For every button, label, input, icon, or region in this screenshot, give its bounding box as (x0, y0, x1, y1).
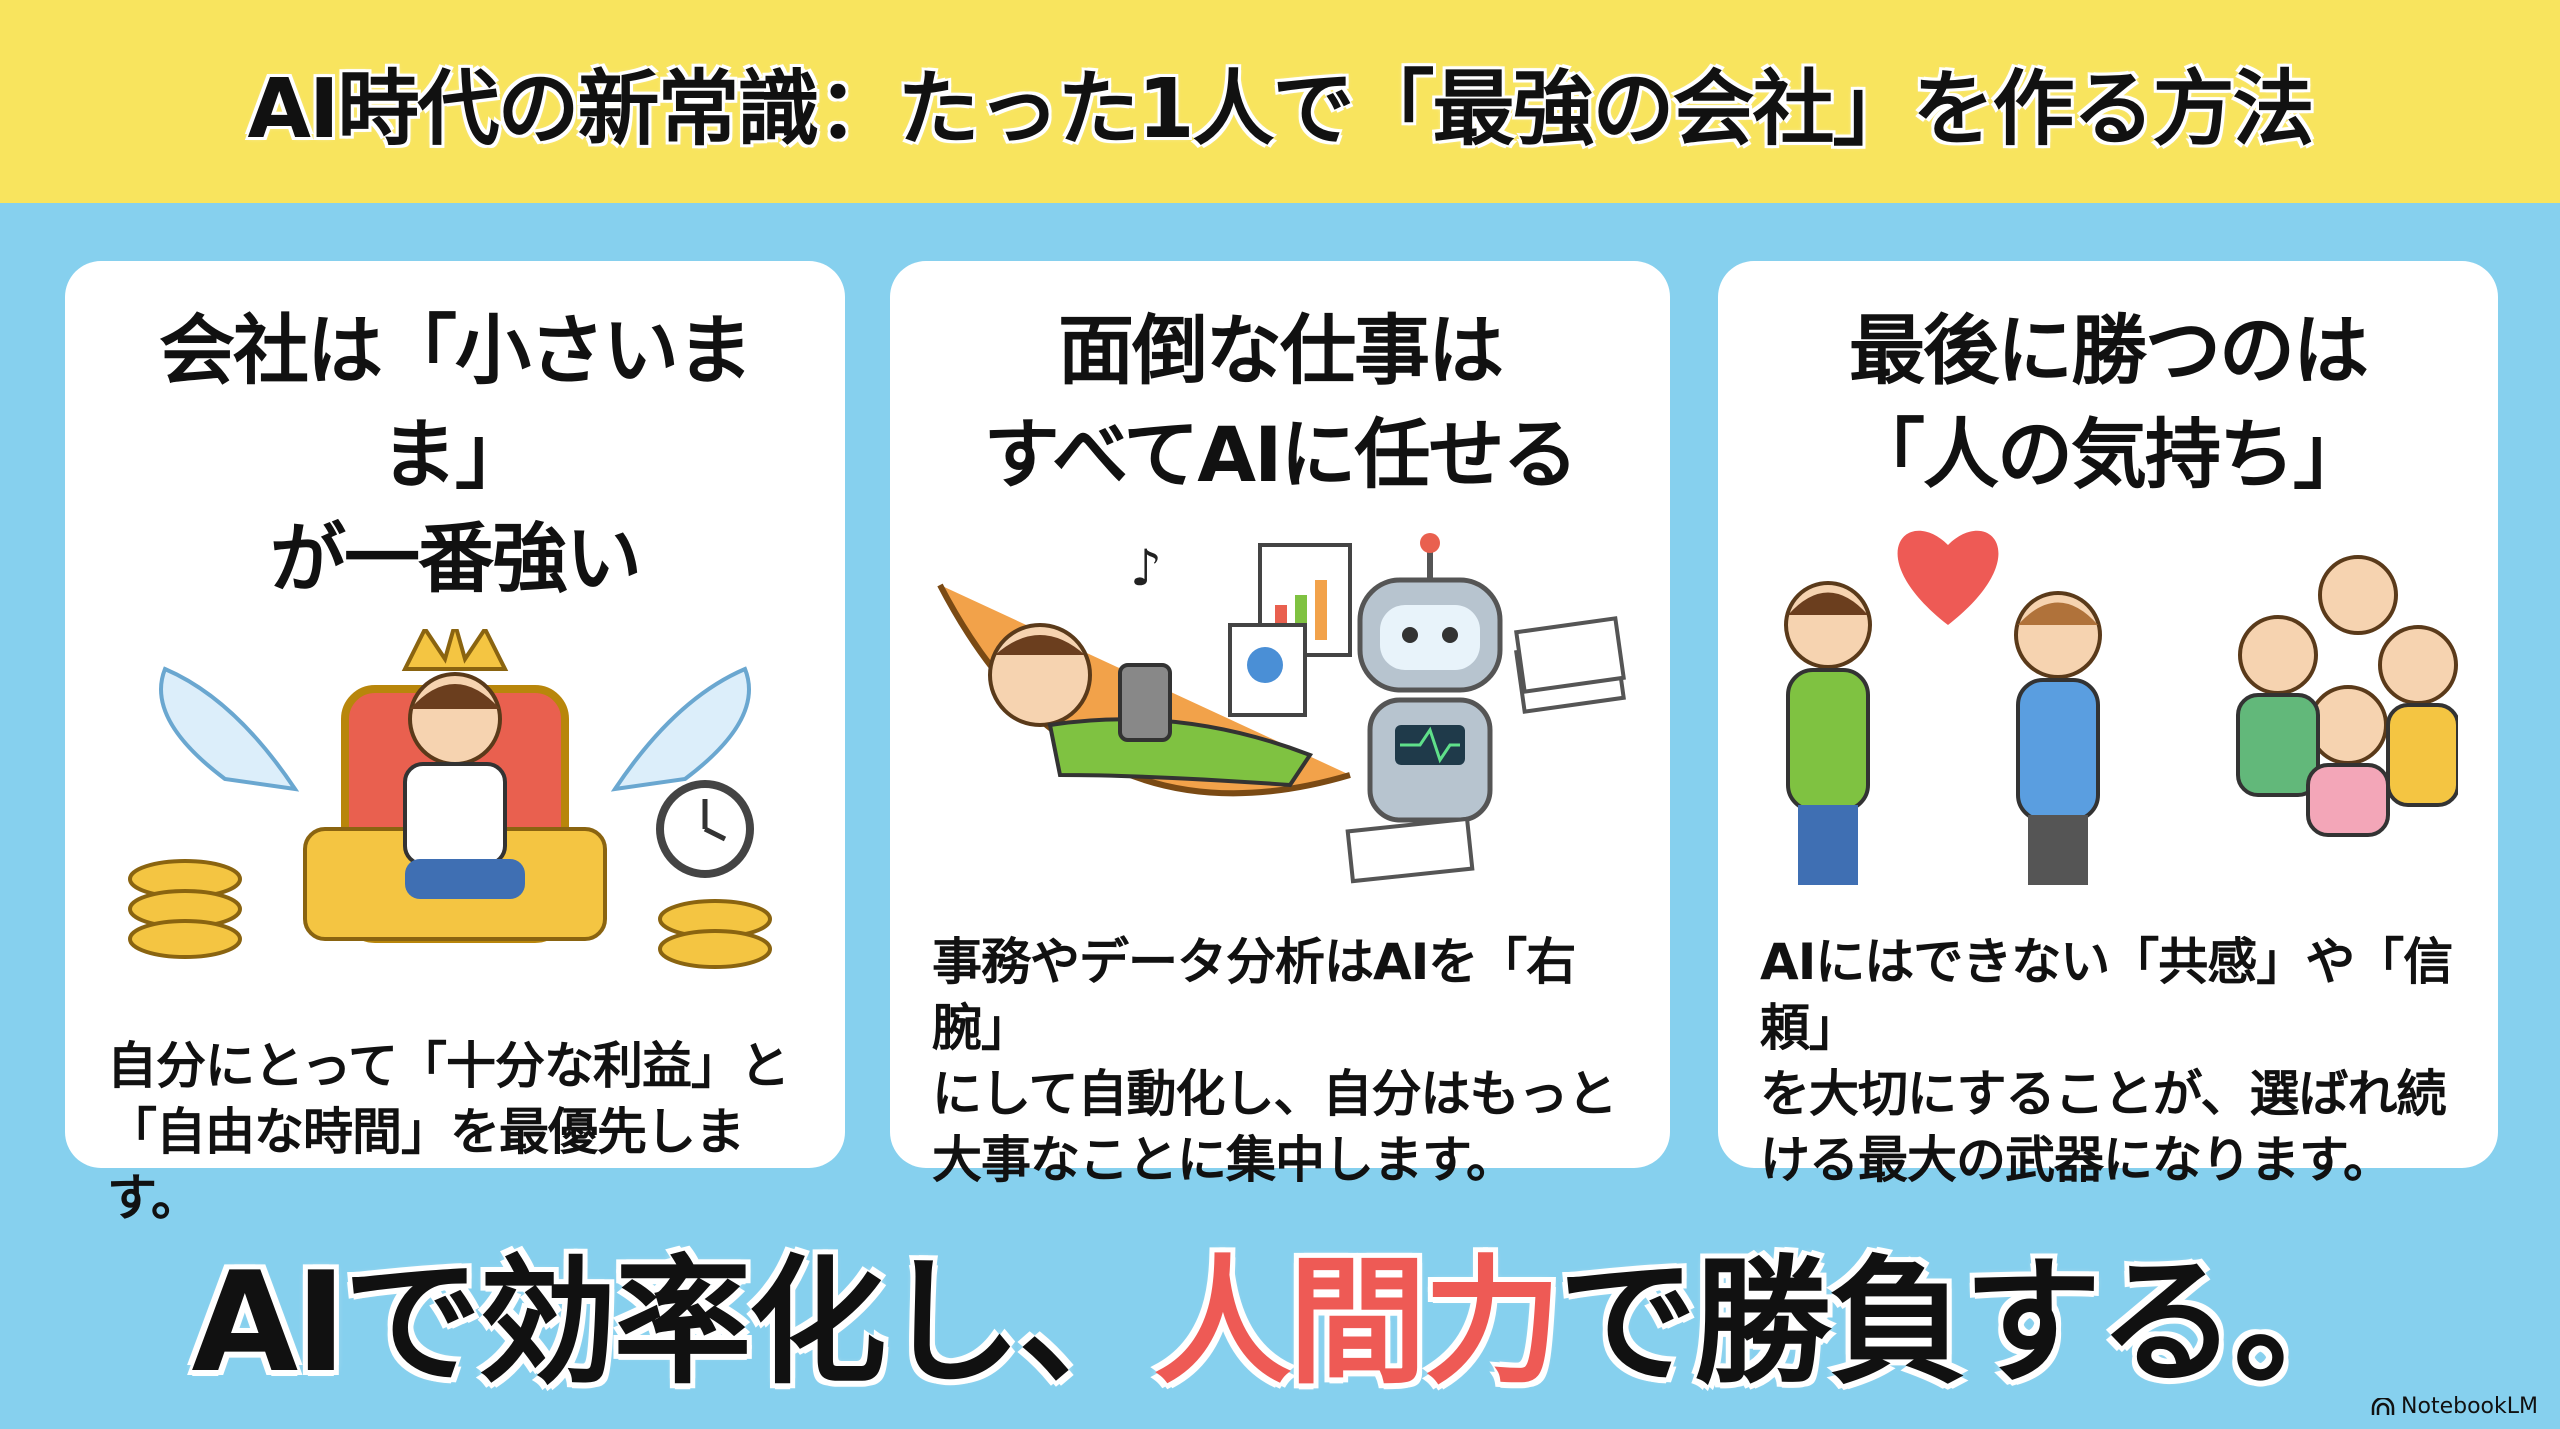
tablet-icon (1118, 663, 1172, 742)
slogan: AIで効率化し、人間力で勝負する。 (0, 1210, 2560, 1410)
heading-line: すべてAIに任せる (983, 410, 1579, 499)
card-small-company: 会社は「小さいまま」が一番強い 自分にとって「十分な利益」と「自由な時間」を最優… (65, 261, 845, 1227)
card-delegate-to-ai: 面倒な仕事はすべてAIに任せる ♪ 事務やデータ分析はAIを「右腕」にして自動化… (890, 261, 1670, 1189)
card-heading: 最後に勝つのは「人の気持ち」 (1748, 299, 2468, 507)
wing-icon (610, 666, 751, 792)
happy-group-icon (2236, 555, 2458, 837)
notebooklm-logo-icon (2371, 1397, 2395, 1415)
slogan-highlight: 人間力 (1153, 1242, 1562, 1403)
paper-stack-icon (1345, 616, 1626, 884)
card-body: 事務やデータ分析はAIを「右腕」にして自動化し、自分はもっと大事なことに集中しま… (932, 929, 1628, 1193)
body-line: ける最大の武器になります。 (1760, 1131, 2393, 1189)
card-heading: 会社は「小さいまま」が一番強い (95, 299, 815, 611)
king-throne-illustration (128, 629, 772, 969)
heart-icon (1897, 530, 1999, 625)
heading-line: 「人の気持ち」 (1849, 410, 2369, 499)
body-line: を大切にすることが、選ばれ続 (1760, 1065, 2446, 1123)
person-icon (2014, 591, 2102, 885)
heading-line: 最後に勝つのは (1849, 306, 2369, 395)
person-icon (1784, 581, 1872, 885)
body-line: AIにはできない「共感」や「信頼」 (1760, 933, 2453, 1057)
music-note-icon: ♪ (1130, 539, 1162, 597)
crown-icon (401, 629, 509, 671)
heading-line: 面倒な仕事は (1058, 306, 1504, 395)
body-line: 大事なことに集中します。 (932, 1131, 1516, 1189)
robot-icon (1357, 533, 1503, 823)
slogan-part: で勝負する。 (1558, 1242, 2372, 1403)
body-line: 「自由な時間」を最優先します。 (107, 1103, 745, 1227)
slogan-part: AIで効率化し、 (191, 1242, 1156, 1403)
coins-icon (128, 859, 772, 969)
card-body: AIにはできない「共感」や「信頼」を大切にすることが、選ばれ続ける最大の武器にな… (1760, 929, 2456, 1193)
notebooklm-watermark: NotebookLM (2371, 1394, 2538, 1419)
card-heading: 面倒な仕事はすべてAIに任せる (920, 299, 1640, 507)
brand-label: NotebookLM (2401, 1394, 2538, 1419)
card-body: 自分にとって「十分な利益」と「自由な時間」を最優先します。 (107, 1033, 803, 1231)
hammock-robot-illustration: ♪ (937, 533, 1626, 884)
card-human-feelings: 最後に勝つのは「人の気持ち」 AIにはできない「共感」や「信頼」を大切にすること… (1718, 261, 2498, 1189)
body-line: にして自動化し、自分はもっと (932, 1065, 1617, 1123)
people-heart-illustration (1784, 530, 2458, 885)
header-banner: AI時代の新常識：たった1人で「最強の会社」を作る方法 (0, 0, 2560, 203)
body-line: 自分にとって「十分な利益」と (107, 1037, 790, 1095)
wing-icon (159, 666, 300, 792)
body-line: 事務やデータ分析はAIを「右腕」 (932, 933, 1576, 1057)
heading-line: 会社は「小さいまま」 (159, 306, 753, 499)
page-title: AI時代の新常識：たった1人で「最強の会社」を作る方法 (247, 62, 2314, 157)
heading-line: が一番強い (270, 514, 642, 603)
